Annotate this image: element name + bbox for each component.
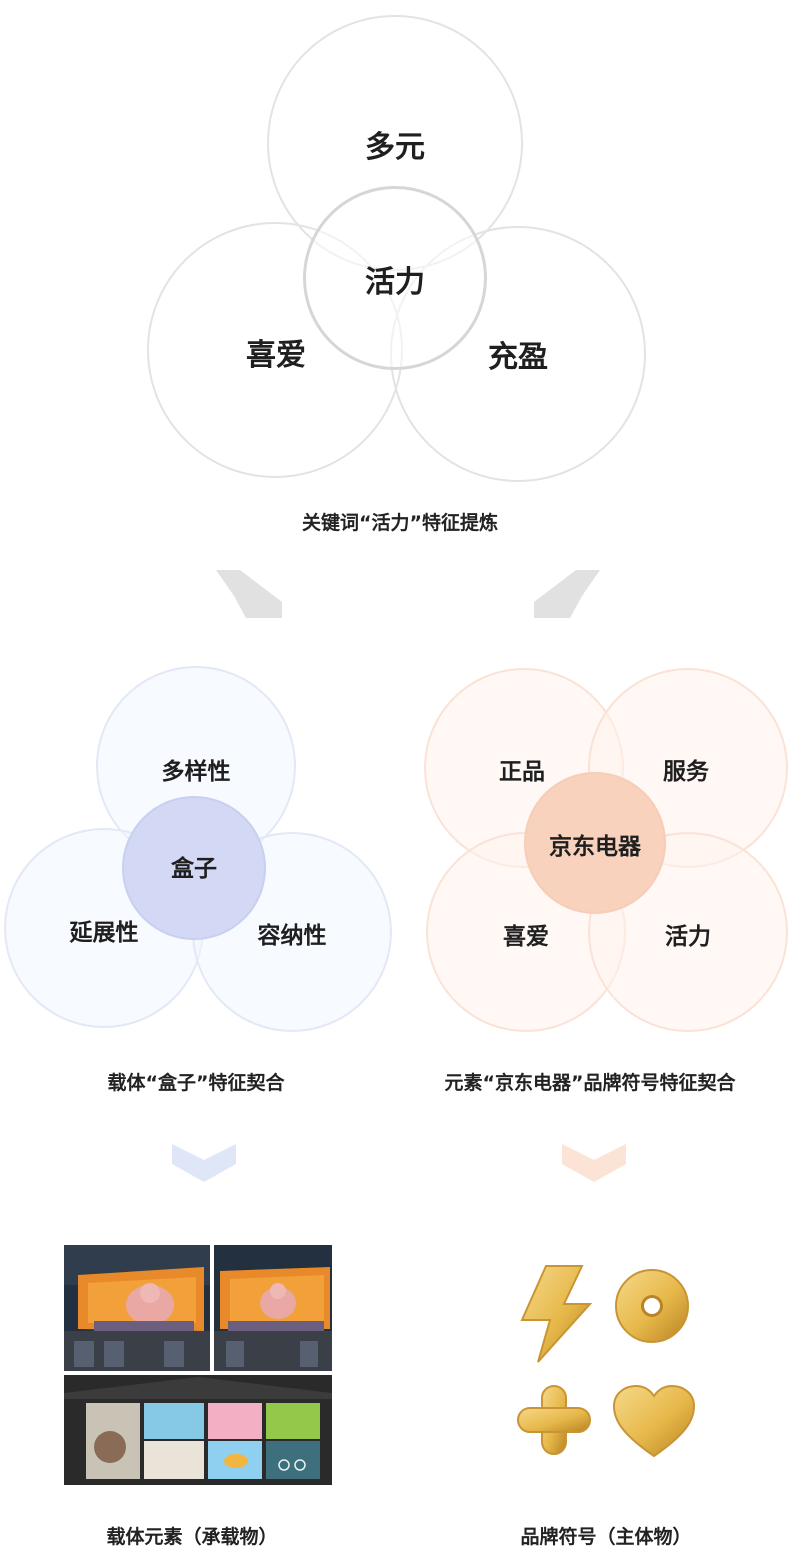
carrier-caption: 载体元素（承载物）: [106, 1522, 277, 1549]
building-photo-2: [214, 1245, 332, 1371]
box-venn-caption: 载体“盒子”特征契合: [108, 1068, 285, 1095]
label-top-left: 正品: [499, 752, 545, 786]
label-top: 多样性: [162, 752, 231, 786]
label-top: 多元: [365, 122, 425, 166]
building-photo-1: [64, 1245, 210, 1371]
label-bottom-left: 喜爱: [503, 917, 549, 951]
brand-symbol-caption: 品牌符号（主体物）: [520, 1522, 691, 1549]
arrow-right-gray: [532, 566, 604, 622]
label-center: 京东电器: [549, 827, 641, 861]
plus-icon: [514, 1382, 594, 1458]
label-top-right: 服务: [663, 752, 709, 786]
label-left: 延展性: [70, 913, 139, 947]
label-right: 充盈: [488, 332, 548, 376]
label-center: 活力: [365, 257, 425, 301]
ring-icon: [612, 1266, 692, 1346]
box-rooms-photo: [64, 1375, 332, 1485]
lightning-icon: [512, 1262, 596, 1366]
arrow-left-gray: [212, 566, 284, 622]
label-right: 容纳性: [258, 916, 327, 950]
chevron-down-icon: [560, 1140, 628, 1184]
brand-venn-caption: 元素“京东电器”品牌符号特征契合: [445, 1068, 736, 1095]
label-center: 盒子: [171, 849, 217, 883]
label-bottom-right: 活力: [665, 917, 711, 951]
chevron-down-icon: [170, 1140, 238, 1184]
heart-icon: [612, 1384, 696, 1460]
label-left: 喜爱: [246, 330, 306, 374]
top-venn-caption: 关键词“活力”特征提炼: [302, 508, 498, 535]
